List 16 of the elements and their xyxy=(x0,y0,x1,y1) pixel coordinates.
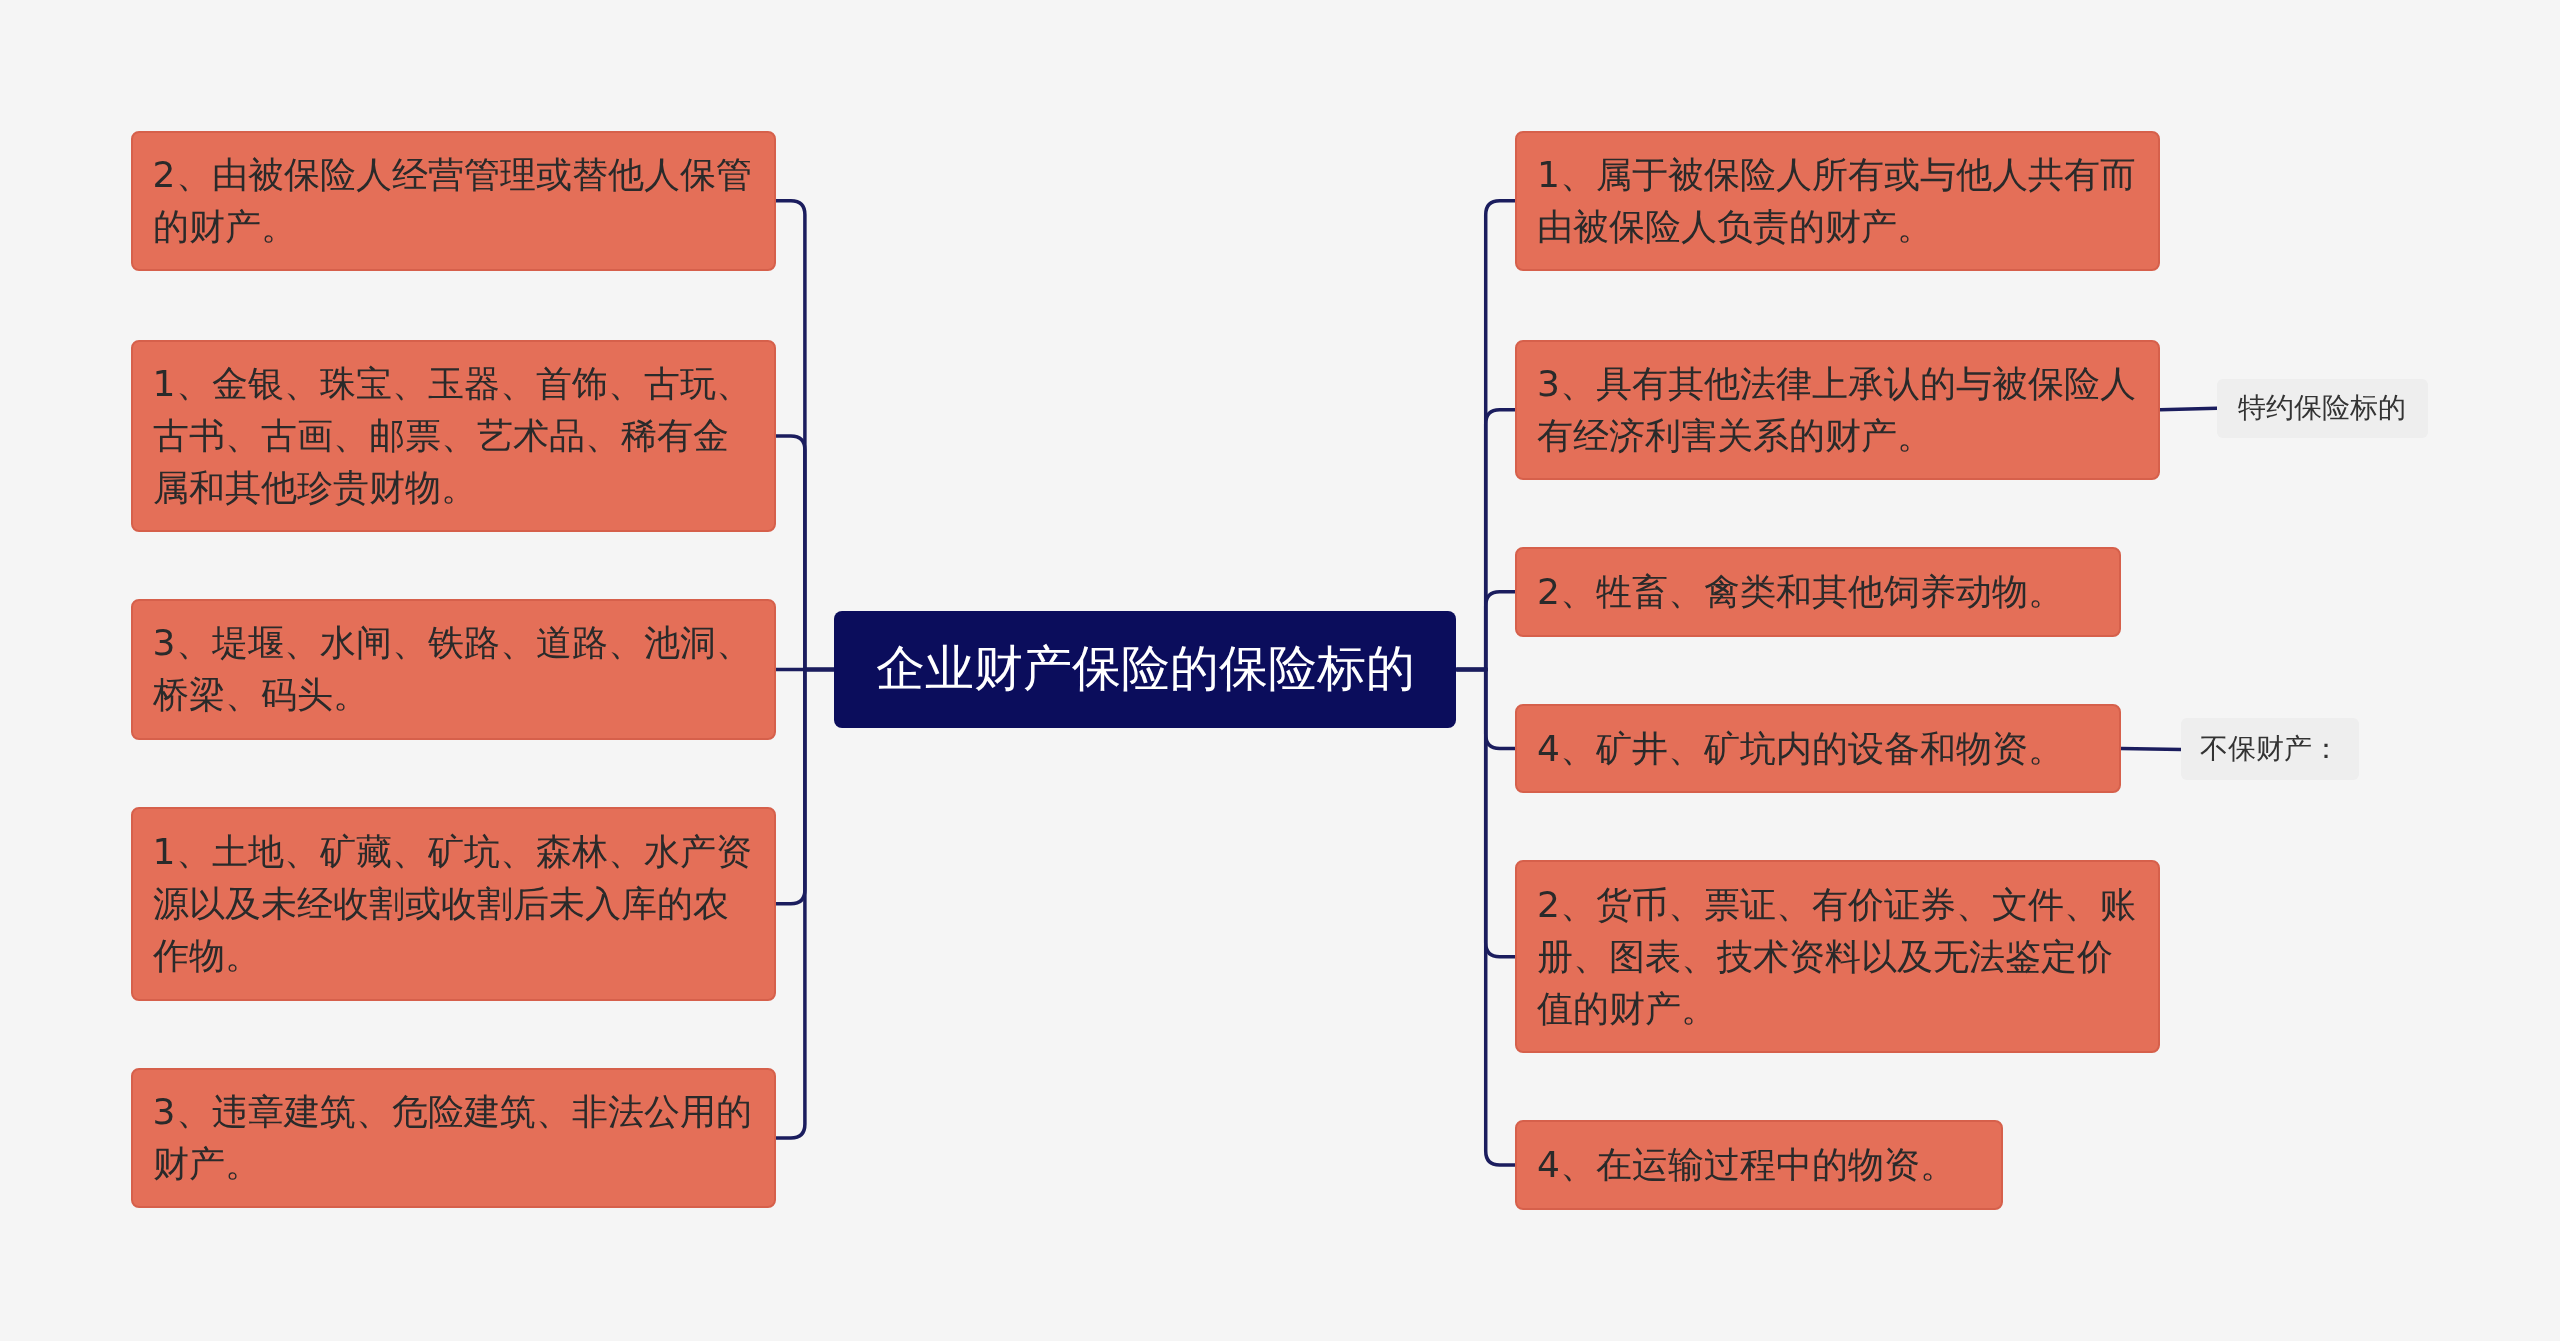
note-label: 不保财产： xyxy=(2181,718,2360,781)
connector-line xyxy=(2120,746,2182,752)
topic-box: 4、矿井、矿坑内的设备和物资。 xyxy=(1515,703,2121,794)
root-topic-box: 企业财产保险的保险标的 xyxy=(834,610,1457,729)
connector-line xyxy=(2159,406,2218,412)
topic-box: 3、具有其他法律上承认的与被保险人有经济利害关系的财产。 xyxy=(1515,339,2160,480)
topic-box: 2、货币、票证、有价证券、文件、账册、图表、技术资料以及无法鉴定价值的财产。 xyxy=(1515,860,2160,1054)
topic-box: 1、土地、矿藏、矿坑、森林、水产资源以及未经收割或收割后未入库的农作物。 xyxy=(130,806,776,1001)
topic-box: 3、堤堰、水闸、铁路、道路、池洞、桥梁、码头。 xyxy=(130,599,776,740)
topic-box: 1、金银、珠宝、玉器、首饰、古玩、古书、古画、邮票、艺术品、稀有金属和其他珍贵财物。 xyxy=(130,339,776,533)
topic-box: 1、属于被保险人所有或与他人共有而由被保险人负责的财产。 xyxy=(1515,130,2160,271)
topic-box: 4、在运输过程中的物资。 xyxy=(1515,1120,2004,1210)
topic-box: 3、违章建筑、危险建筑、非法公用的财产。 xyxy=(130,1067,776,1209)
topic-box: 2、牲畜、禽类和其他饲养动物。 xyxy=(1515,546,2121,637)
note-label: 特约保险标的 xyxy=(2217,378,2428,438)
topic-box: 2、由被保险人经营管理或替他人保管的财产。 xyxy=(130,130,776,271)
